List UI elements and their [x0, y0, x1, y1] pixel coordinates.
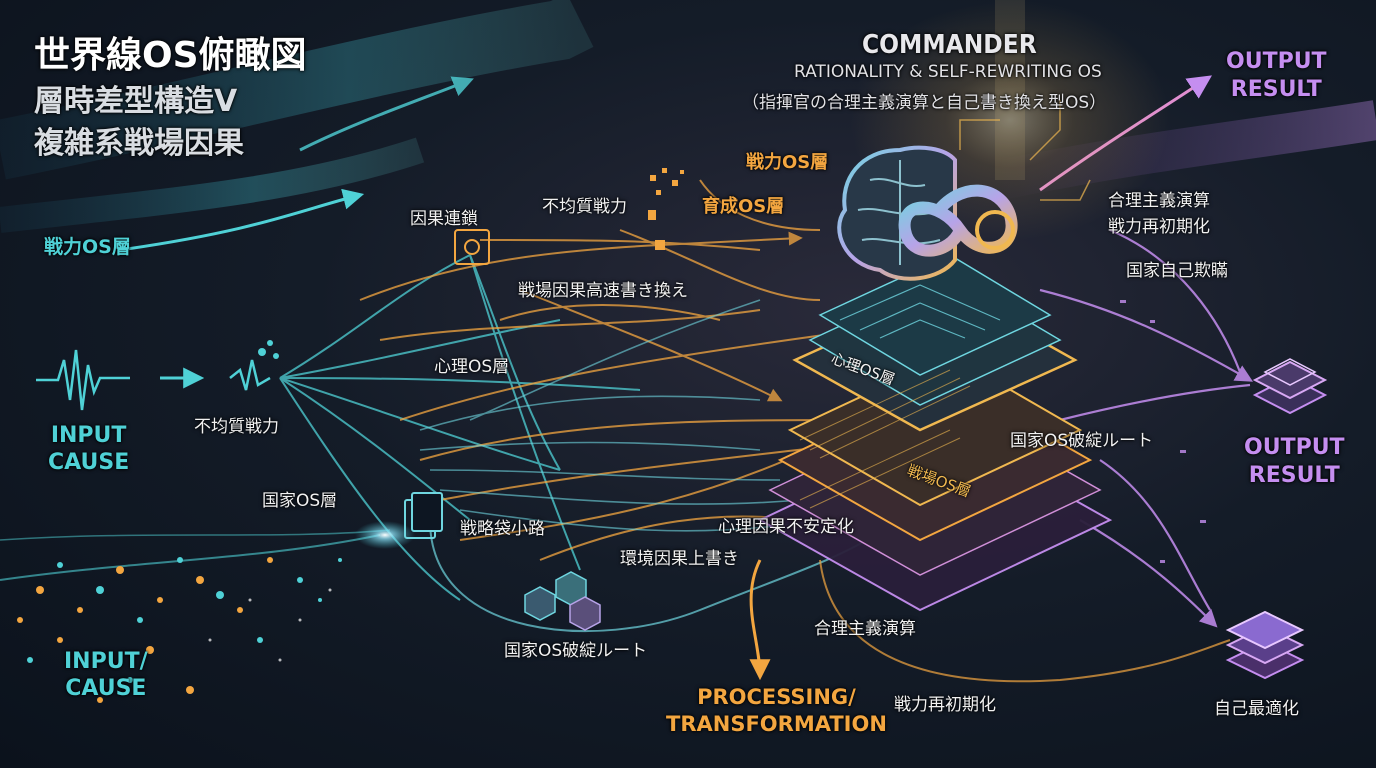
label-shinri-fuantei: 心理因果不安定化 — [718, 517, 854, 537]
output-top-line-2: RESULT — [1230, 77, 1322, 102]
input-cause-2-line-2: CAUSE — [65, 676, 147, 701]
output-result-top: OUTPUT RESULT — [1226, 48, 1327, 104]
input-cause-1-line-2: CAUSE — [48, 450, 130, 475]
processing-line-1: PROCESSING/ — [697, 685, 856, 709]
output-top-line-1: OUTPUT — [1226, 49, 1327, 74]
label-kokka-jiko-gimann: 国家自己欺瞞 — [1126, 261, 1228, 281]
label-kokka-hatan-bottom: 国家OS破綻ルート — [504, 641, 648, 661]
output-result-mid: OUTPUT RESULT — [1244, 434, 1345, 490]
input-cause-label-1: INPUT CAUSE — [48, 422, 129, 476]
label-senryoku-os-top: 戦力OS層 — [746, 152, 829, 173]
label-ikusei-os: 育成OS層 — [702, 196, 785, 217]
label-inga-rensa: 因果連鎖 — [410, 209, 478, 229]
label-fukinshitsu-left: 不均質戦力 — [194, 417, 279, 437]
label-kokka-hatan-right: 国家OS破綻ルート — [1010, 431, 1154, 451]
subtitle-line-2: 層時差型構造V — [34, 84, 238, 119]
commander-subtitle-ja: （指揮官の合理主義演算と自己書き換え型OS） — [742, 93, 1107, 113]
page-title: 世界線OS俯瞰図 — [34, 35, 307, 76]
label-jiko-saitekika: 自己最適化 — [1214, 699, 1299, 719]
commander-subtitle: RATIONALITY & SELF-REWRITING OS — [794, 62, 1102, 82]
label-shinri-os: 心理OS層 — [434, 357, 510, 377]
label-senryaku-fukuro: 戦略袋小路 — [460, 519, 545, 539]
label-kokka-os-left: 国家OS層 — [262, 491, 338, 511]
commander-title: COMMANDER — [862, 30, 1037, 60]
label-senjo-rewrite: 戦場因果高速書き換え — [518, 281, 688, 301]
label-kankyo-uwagaki: 環境因果上書き — [620, 549, 739, 569]
label-gouri-enzan-right: 合理主義演算 — [1108, 191, 1210, 211]
input-cause-label-2: INPUT/ CAUSE — [64, 648, 148, 702]
processing-label: PROCESSING/ TRANSFORMATION — [666, 684, 887, 738]
subtitle-line-3: 複雑系戦場因果 — [34, 126, 244, 161]
input-cause-2-line-1: INPUT/ — [64, 649, 148, 674]
label-senryoku-reshoki-bottom: 戦力再初期化 — [894, 695, 996, 715]
label-senryoku-os-left: 戦力OS層 — [44, 236, 131, 258]
output-mid-line-2: RESULT — [1248, 463, 1340, 488]
output-mid-line-1: OUTPUT — [1244, 435, 1345, 460]
processing-line-2: TRANSFORMATION — [666, 712, 887, 736]
label-gouri-enzan-bottom: 合理主義演算 — [814, 619, 916, 639]
label-fukinshitsu-top: 不均質戦力 — [542, 197, 627, 217]
label-senryoku-reshoki-right: 戦力再初期化 — [1108, 217, 1210, 237]
input-cause-1-line-1: INPUT — [50, 423, 127, 448]
